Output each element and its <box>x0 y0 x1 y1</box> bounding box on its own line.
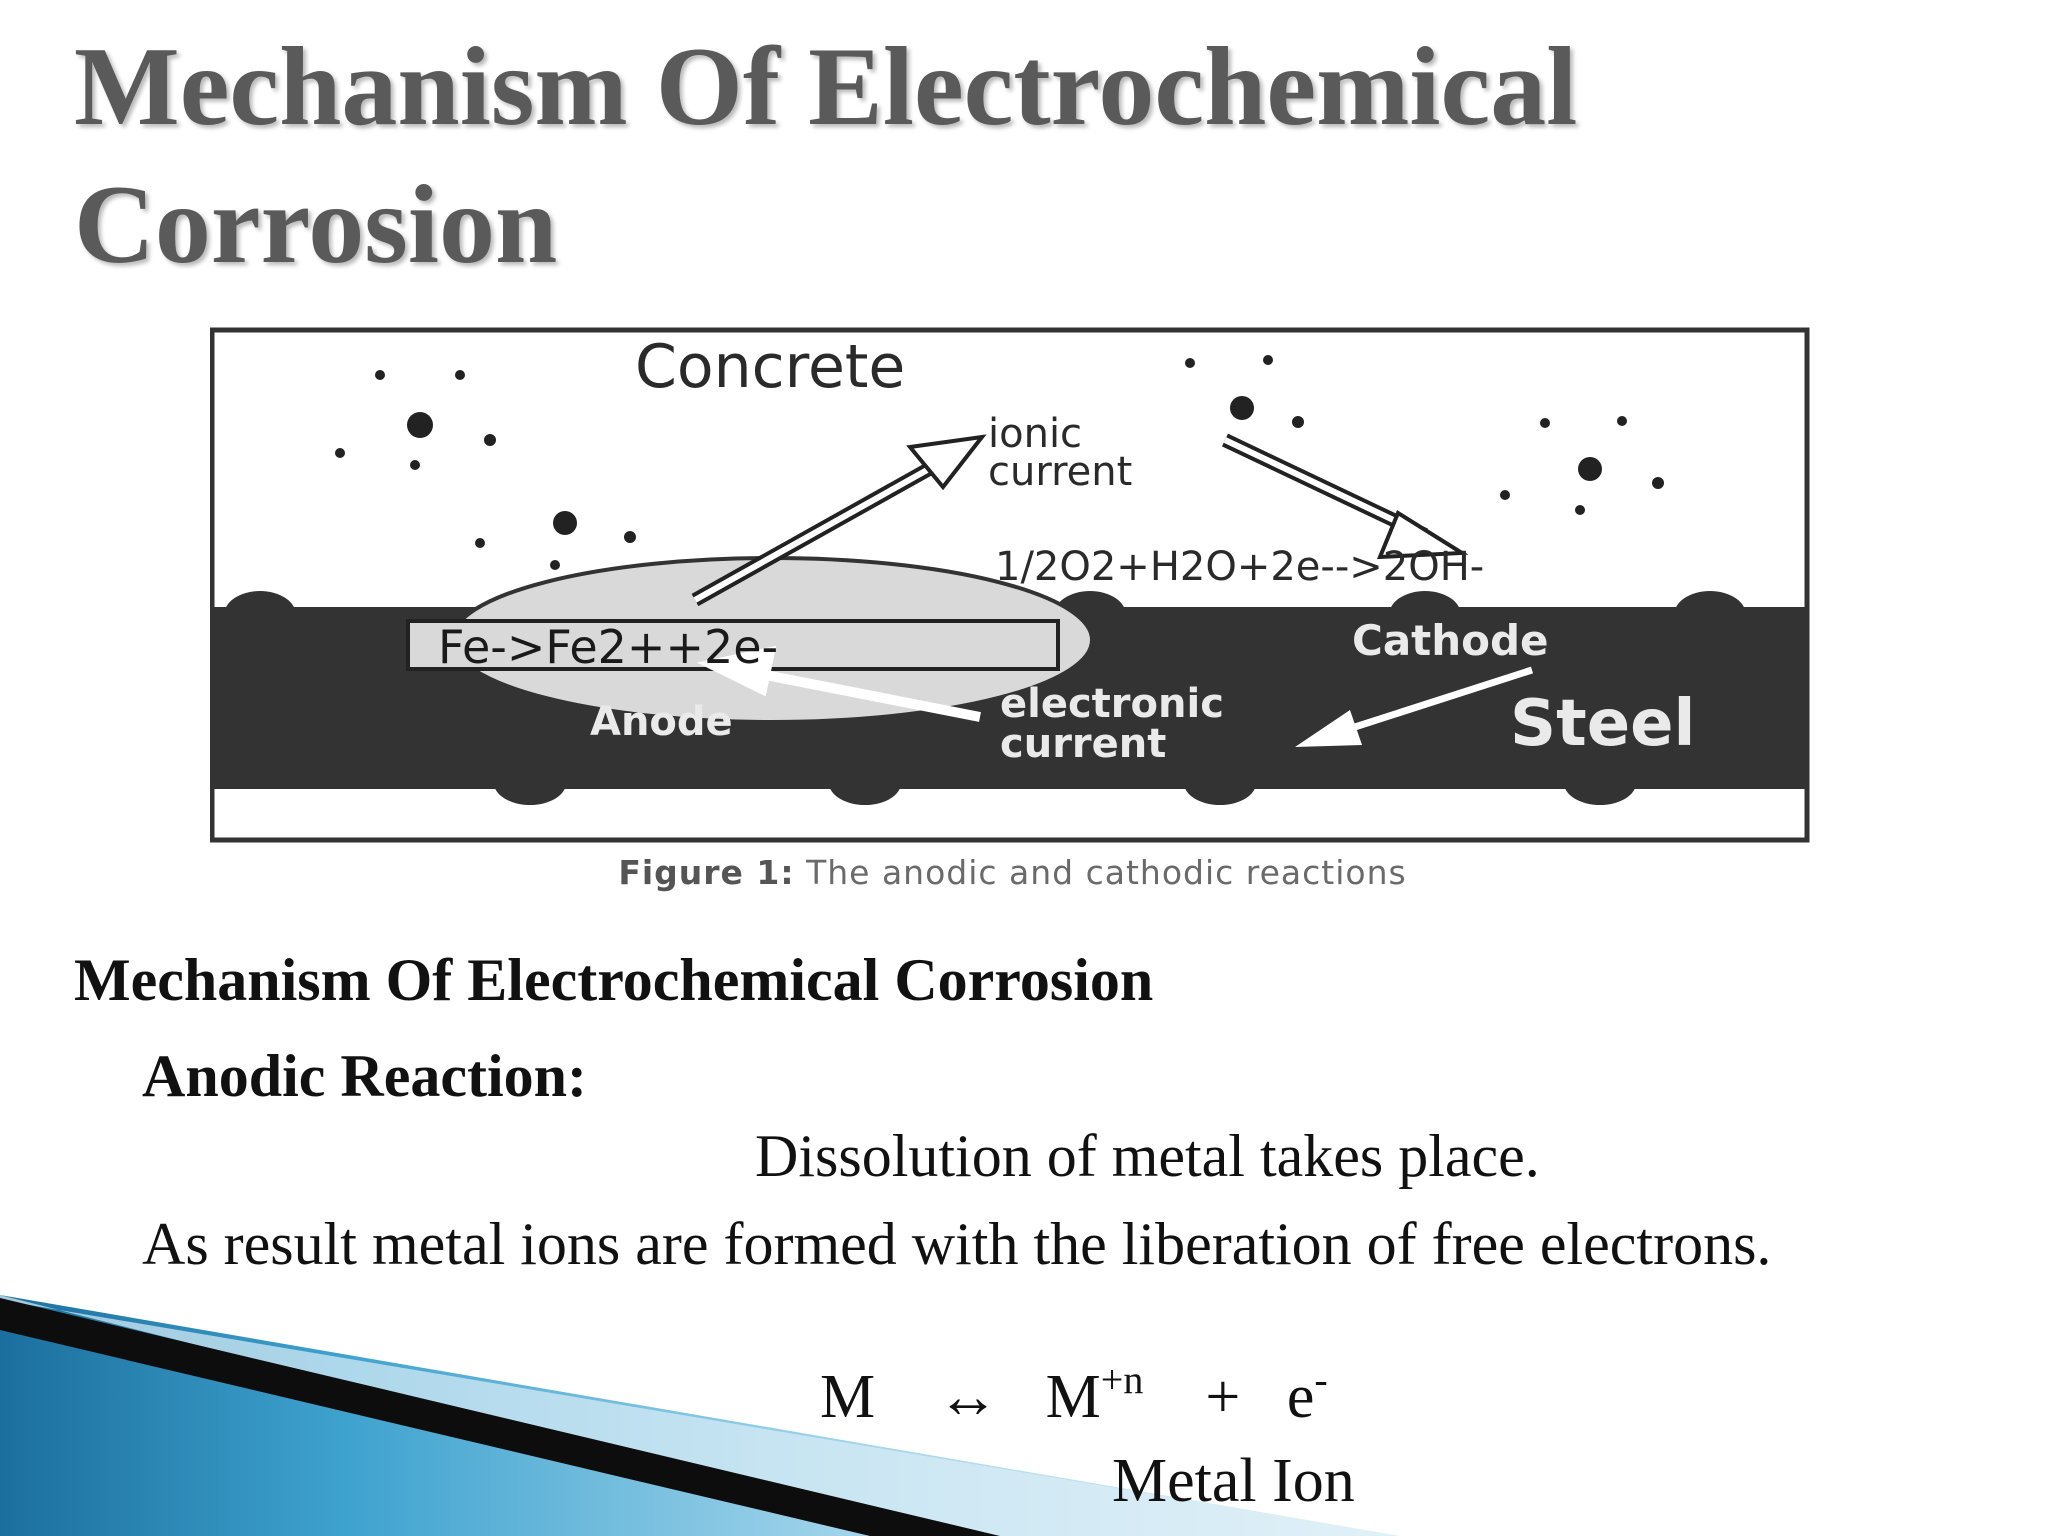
slide-title: Mechanism Of Electrochemical Corrosion <box>74 18 1774 294</box>
dissolution-line: Dissolution of metal takes place. <box>755 1123 1540 1189</box>
title-line-2: Corrosion <box>74 163 558 287</box>
figure-caption-text: The anodic and cathodic reactions <box>806 853 1407 892</box>
equation-plus: + <box>1205 1363 1241 1431</box>
cathode-label: Cathode <box>1352 616 1549 665</box>
figure-caption-prefix: Figure 1: <box>618 853 795 892</box>
concrete-particles <box>335 355 1664 570</box>
equation-arrow: ↔ <box>937 1363 1000 1431</box>
metal-ion-caption: Metal Ion <box>1112 1447 1355 1515</box>
anodic-equation: M ↔ M+n + e- <box>820 1360 1328 1433</box>
electronic-label-2: current <box>1000 721 1166 767</box>
ionic-current-arrow-down <box>1221 433 1469 560</box>
equation-ion-charge: +n <box>1100 1357 1144 1402</box>
concrete-label: Concrete <box>635 332 905 402</box>
equation-ion: M <box>1045 1363 1101 1431</box>
figure-caption: Figure 1: The anodic and cathodic reacti… <box>210 853 1815 892</box>
electronic-current-arrow-left <box>696 645 981 722</box>
steel-label: Steel <box>1510 687 1695 761</box>
anodic-reaction-heading: Anodic Reaction: <box>142 1043 587 1109</box>
cathodic-reaction: 1/2O2+H2O+2e-->2OH- <box>995 544 1484 590</box>
equation-electron-charge: - <box>1314 1357 1328 1402</box>
electronic-current-arrow-right <box>1295 666 1534 747</box>
electronic-label-1: electronic <box>1000 681 1224 727</box>
ionic-current-arrow-up <box>691 434 987 607</box>
title-line-1: Mechanism Of Electrochemical <box>74 25 1578 149</box>
ionic-label-1: ionic <box>988 411 1082 457</box>
corrosion-figure: Concrete ionic current 1/2O2+H2O+2e-->2O… <box>210 325 1815 892</box>
equation-metal: M <box>820 1363 876 1431</box>
corrosion-diagram: Concrete ionic current 1/2O2+H2O+2e-->2O… <box>210 327 1810 843</box>
ionic-label-2: current <box>988 449 1132 495</box>
anodic-reaction: Fe->Fe2++2e- <box>438 620 778 674</box>
section-heading: Mechanism Of Electrochemical Corrosion <box>74 947 1154 1013</box>
equation-electron: e <box>1286 1363 1315 1431</box>
metal-ions-paragraph: As result metal ions are formed with the… <box>142 1211 1772 1277</box>
anode-label: Anode <box>590 699 733 745</box>
